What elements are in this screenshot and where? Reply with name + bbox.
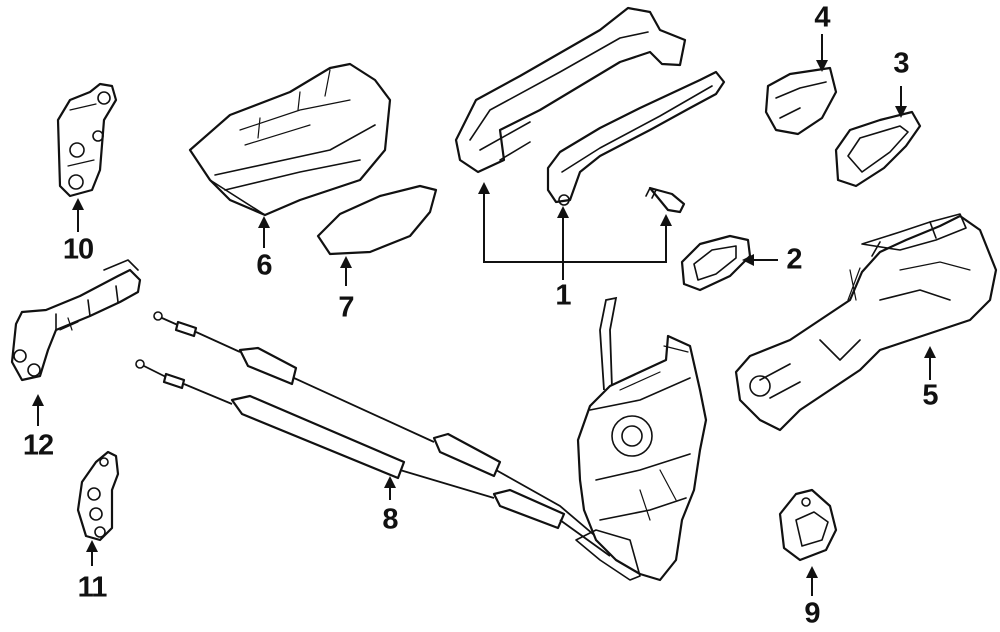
callout-4: 4 [814, 1, 830, 34]
part-8-cables [135, 311, 611, 557]
callout-10: 10 [62, 233, 94, 266]
part-9-striker [778, 488, 838, 562]
leader-lines [32, 34, 936, 596]
callout-1: 1 [555, 279, 571, 312]
door-latch-actuator [575, 296, 708, 582]
callout-11: 11 [77, 571, 108, 604]
callout-8: 8 [382, 503, 398, 536]
part-3-cap [834, 110, 922, 188]
callout-2: 2 [786, 243, 802, 276]
part-2-cap [680, 234, 752, 292]
callout-7: 7 [338, 291, 354, 324]
part-10-bracket [56, 82, 118, 198]
callout-9: 9 [804, 597, 820, 630]
part-4-cover [764, 66, 838, 136]
callout-6: 6 [256, 249, 272, 282]
part-11-bracket [76, 450, 120, 542]
callout-5: 5 [922, 379, 938, 412]
part-12-door-check [10, 259, 142, 382]
callout-3: 3 [893, 47, 909, 80]
part-7-pad [316, 184, 438, 256]
part-6-escutcheon [188, 62, 392, 217]
part-1-handle [454, 6, 726, 214]
part-5-lock-assembly [734, 213, 998, 432]
callout-12: 12 [22, 429, 54, 462]
